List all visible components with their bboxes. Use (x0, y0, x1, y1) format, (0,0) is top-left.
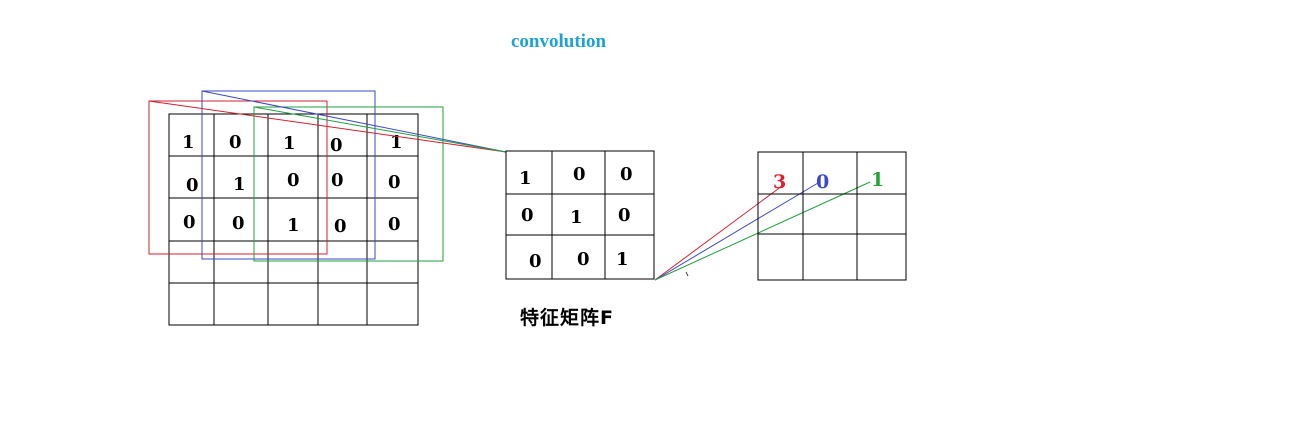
input-cell-3-3: 1 (287, 215, 300, 236)
input-cell-1-3: 1 (283, 133, 296, 154)
kernel-cell-2-2: 1 (570, 207, 583, 228)
input-cell-3-5: 0 (388, 214, 401, 235)
input-cell-3-2: 0 (232, 213, 245, 234)
window-2-outline (201, 90, 376, 260)
kernel-cell-1-1: 1 (519, 168, 532, 189)
input-cell-3-4: 0 (334, 216, 347, 237)
input-cell-2-4: 0 (331, 170, 344, 191)
kernel-cell-2-1: 0 (521, 205, 534, 226)
kernel-corner-mark (685, 271, 689, 277)
input-cell-1-2: 0 (229, 132, 242, 153)
window-2-connector (201, 90, 507, 153)
output-grid (757, 151, 907, 281)
window-1-connector (148, 100, 507, 153)
kernel-caption: 特征矩阵F (520, 307, 614, 329)
output-1-connector (654, 185, 783, 281)
input-cell-1-5: 1 (390, 132, 403, 153)
output-2-connector (654, 182, 819, 281)
input-cell-2-1: 0 (186, 175, 199, 196)
kernel-cell-2-3: 0 (618, 205, 631, 226)
output-cell-1-2: 0 (816, 171, 829, 193)
kernel-cell-3-2: 0 (577, 249, 590, 270)
kernel-values: 1 0 0 0 1 0 0 0 1 (519, 164, 633, 272)
output-cell-1-1: 3 (773, 171, 786, 193)
input-cell-3-1: 0 (183, 212, 196, 233)
input-cell-2-2: 1 (233, 174, 246, 195)
kernel-cell-1-2: 0 (573, 164, 586, 185)
input-cell-1-4: 0 (330, 135, 343, 156)
window-3-connector (253, 106, 507, 153)
output-cell-1-3: 1 (871, 169, 884, 191)
output-3-connector (654, 181, 871, 281)
input-cell-2-3: 0 (287, 170, 300, 191)
kernel-grid (505, 150, 655, 280)
input-values: 1 0 1 0 1 0 1 0 0 0 0 0 1 0 0 (182, 132, 403, 237)
input-cell-1-1: 1 (182, 132, 195, 153)
window-3-outline (253, 106, 444, 262)
kernel-cell-3-3: 1 (616, 249, 629, 270)
kernel-cell-1-3: 0 (620, 164, 633, 185)
diagram-title: convolution (511, 31, 607, 52)
kernel-cell-3-1: 0 (529, 251, 542, 272)
output-values: 3 0 1 (773, 169, 884, 193)
window-1-outline (148, 100, 328, 255)
input-cell-2-5: 0 (388, 172, 401, 193)
